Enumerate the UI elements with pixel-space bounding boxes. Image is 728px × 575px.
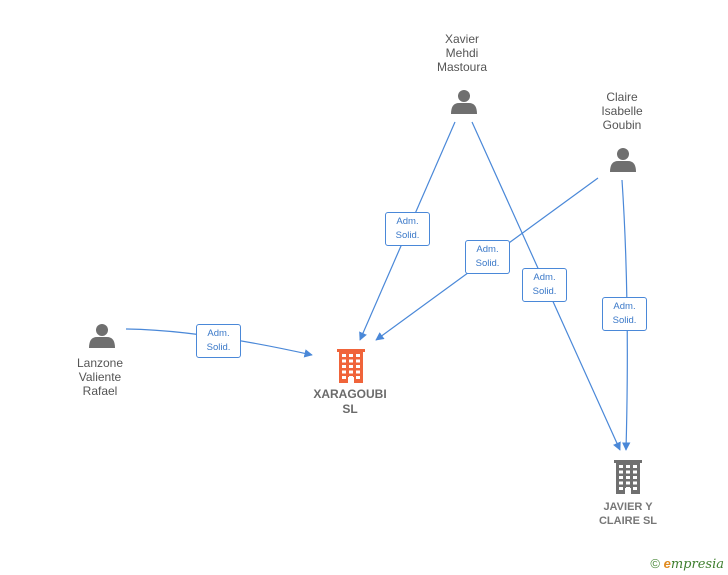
footer-copyright: © empresia <box>650 556 724 572</box>
person-label-claire[interactable]: Claire Isabelle Goubin <box>601 90 643 132</box>
person-icon[interactable] <box>451 90 477 114</box>
person-label-lanzone[interactable]: Lanzone Valiente Rafael <box>76 356 124 398</box>
building-icon[interactable] <box>337 349 365 383</box>
person-label-xavier[interactable]: Xavier Mehdi Mastoura <box>436 32 488 74</box>
brand-name: mpresia <box>670 557 724 572</box>
building-icon[interactable] <box>614 460 642 494</box>
edge-badge-lanzone-xaragoubi[interactable]: Adm. Solid. <box>196 324 241 358</box>
edge-badge-xavier-javier[interactable]: Adm. Solid. <box>522 268 567 302</box>
edge-badge-xavier-xaragoubi[interactable]: Adm. Solid. <box>385 212 430 246</box>
person-icon[interactable] <box>89 324 115 348</box>
company-label-javier[interactable]: JAVIER Y CLAIRE SL <box>598 501 658 527</box>
person-icon[interactable] <box>610 148 636 172</box>
edge-badge-claire-javier[interactable]: Adm. Solid. <box>602 297 647 331</box>
copyright-icon: © <box>650 556 660 571</box>
edge-badge-claire-xaragoubi[interactable]: Adm. Solid. <box>465 240 510 274</box>
empresia-logo-icon: e <box>663 556 671 571</box>
icons-layer <box>89 90 642 494</box>
company-label-xaragoubi[interactable]: XARAGOUBI SL <box>313 387 387 416</box>
